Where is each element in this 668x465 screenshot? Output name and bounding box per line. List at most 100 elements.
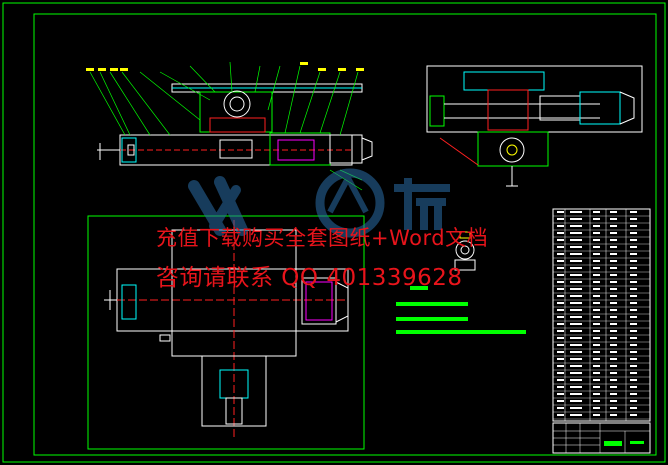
table-cell-mark	[570, 407, 582, 409]
table-cell-mark	[593, 309, 600, 311]
table-cell-mark	[570, 351, 582, 353]
table-cell-mark	[593, 414, 600, 416]
watermark-text-line2: 咨询请联系 QQ 401339628	[156, 265, 463, 291]
table-cell-mark	[593, 330, 600, 332]
table-cell-mark	[610, 372, 617, 374]
table-cell-mark	[610, 239, 617, 241]
table-cell-mark	[570, 281, 582, 283]
table-cell-mark	[570, 274, 582, 276]
table-cell-mark	[557, 393, 564, 395]
table-cell-mark	[630, 239, 637, 241]
title-block	[552, 422, 651, 454]
table-cell-mark	[630, 246, 637, 248]
top-right-side-view	[426, 65, 643, 187]
table-cell-mark	[630, 379, 637, 381]
table-cell-mark	[630, 323, 637, 325]
table-cell-mark	[593, 365, 600, 367]
table-cell-mark	[557, 253, 564, 255]
table-cell-mark	[610, 386, 617, 388]
table-cell-mark	[610, 267, 617, 269]
table-cell-mark	[610, 211, 617, 213]
table-cell-mark	[610, 393, 617, 395]
table-cell-mark	[570, 358, 582, 360]
table-cell-mark	[630, 288, 637, 290]
table-cell-mark	[557, 414, 564, 416]
table-cell-mark	[593, 344, 600, 346]
table-cell-mark	[557, 302, 564, 304]
table-cell-mark	[610, 288, 617, 290]
table-cell-mark	[630, 351, 637, 353]
table-cell-mark	[557, 365, 564, 367]
table-cell-mark	[630, 267, 637, 269]
table-cell-mark	[630, 232, 637, 234]
table-cell-mark	[557, 358, 564, 360]
table-cell-mark	[610, 365, 617, 367]
table-cell-mark	[630, 309, 637, 311]
table-cell-mark	[593, 393, 600, 395]
table-cell-mark	[593, 211, 600, 213]
table-cell-mark	[570, 337, 582, 339]
table-cell-mark	[593, 267, 600, 269]
table-cell-mark	[593, 323, 600, 325]
table-cell-mark	[593, 246, 600, 248]
table-cell-mark	[557, 316, 564, 318]
table-cell-mark	[557, 218, 564, 220]
table-cell-mark	[557, 246, 564, 248]
detail-view	[396, 231, 526, 334]
table-cell-mark	[570, 302, 582, 304]
table-cell-mark	[570, 211, 582, 213]
table-cell-mark	[630, 393, 637, 395]
table-cell-mark	[630, 218, 637, 220]
table-cell-mark	[570, 316, 582, 318]
table-cell-mark	[570, 260, 582, 262]
table-cell-mark	[570, 218, 582, 220]
table-cell-mark	[557, 267, 564, 269]
table-cell-mark	[593, 218, 600, 220]
table-cell-mark	[557, 232, 564, 234]
table-cell-mark	[570, 288, 582, 290]
table-cell-mark	[593, 400, 600, 402]
table-cell-mark	[570, 372, 582, 374]
table-cell-mark	[610, 323, 617, 325]
table-cell-mark	[570, 400, 582, 402]
bottom-plan-view	[87, 215, 365, 450]
table-cell-mark	[630, 358, 637, 360]
inner-border	[33, 13, 657, 456]
table-cell-mark	[630, 365, 637, 367]
table-cell-mark	[557, 351, 564, 353]
table-cell-mark	[610, 281, 617, 283]
table-cell-mark	[570, 344, 582, 346]
table-cell-mark	[557, 330, 564, 332]
table-cell-mark	[610, 316, 617, 318]
table-cell-mark	[557, 379, 564, 381]
table-cell-mark	[630, 281, 637, 283]
table-cell-mark	[610, 246, 617, 248]
table-cell-mark	[593, 239, 600, 241]
table-cell-mark	[570, 246, 582, 248]
table-cell-mark	[610, 232, 617, 234]
table-cell-mark	[557, 211, 564, 213]
table-cell-mark	[610, 309, 617, 311]
table-cell-mark	[630, 344, 637, 346]
table-cell-mark	[593, 288, 600, 290]
table-cell-mark	[593, 232, 600, 234]
table-cell-mark	[610, 344, 617, 346]
table-cell-mark	[593, 302, 600, 304]
table-cell-mark	[557, 323, 564, 325]
table-cell-mark	[630, 302, 637, 304]
table-cell-mark	[593, 225, 600, 227]
table-cell-mark	[630, 400, 637, 402]
table-cell-mark	[557, 386, 564, 388]
table-cell-mark	[557, 309, 564, 311]
table-cell-mark	[557, 260, 564, 262]
table-cell-mark	[557, 400, 564, 402]
table-cell-mark	[610, 274, 617, 276]
table-cell-mark	[593, 372, 600, 374]
table-cell-mark	[610, 330, 617, 332]
table-cell-mark	[630, 372, 637, 374]
table-cell-mark	[630, 386, 637, 388]
table-cell-mark	[570, 267, 582, 269]
table-cell-mark	[630, 316, 637, 318]
table-cell-mark	[570, 414, 582, 416]
